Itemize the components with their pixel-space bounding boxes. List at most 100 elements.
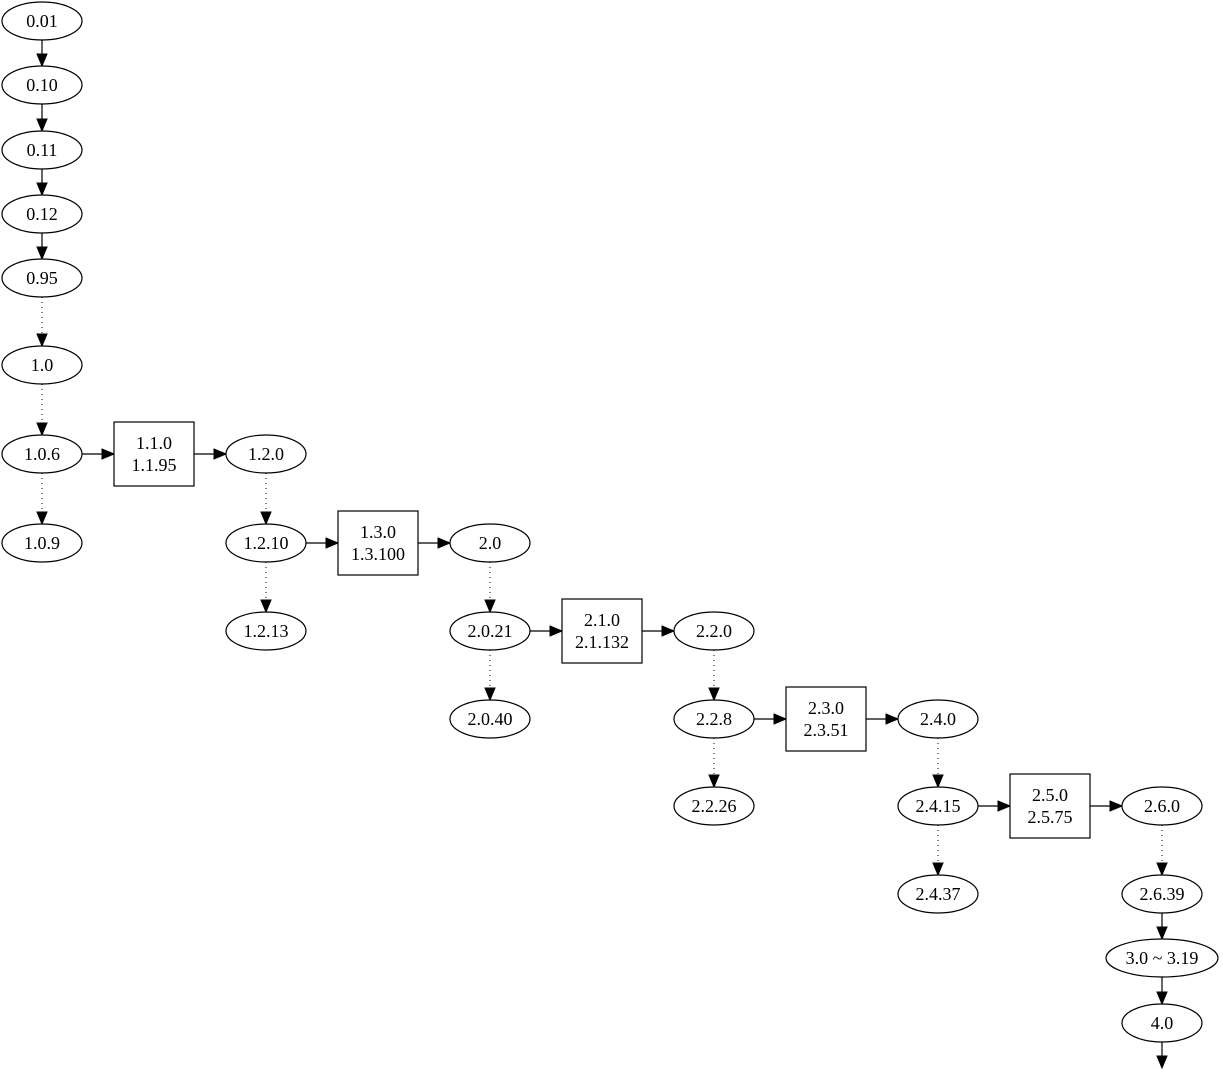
arrowhead [36,511,48,526]
node-label: 2.0 [479,533,502,553]
node-label: 2.2.26 [692,796,737,816]
solid-edge [866,713,900,725]
dotted-edge [36,297,48,348]
node-label: 1.2.0 [248,444,284,464]
ellipse-shape [449,523,531,563]
ellipse-shape [1121,874,1203,914]
version-node: 3.0 ~ 3.19 [1105,938,1219,978]
version-node: 2.6.39 [1121,874,1203,914]
arrowhead [36,182,48,197]
version-range-box: 2.3.02.3.51 [785,686,867,752]
dotted-edge [36,384,48,437]
node-label: 2.1.0 [584,610,620,630]
node-label: 2.4.0 [920,709,956,729]
dotted-edge [484,650,496,702]
dotted-edge [1156,825,1168,877]
arrowhead [1156,991,1168,1006]
arrowhead [1109,800,1124,812]
version-node: 0.12 [1,194,83,234]
version-range-box: 2.1.02.1.132 [561,598,643,664]
arrowhead [1156,1055,1168,1070]
ellipse-shape [897,786,979,826]
node-label: 2.6.39 [1140,884,1185,904]
box-shape [113,421,195,487]
arrowhead [932,862,944,877]
arrowhead [36,53,48,68]
edges-layer [36,40,1168,1070]
arrowhead [484,599,496,614]
solid-edge [194,448,228,460]
node-label: 2.2.8 [696,709,732,729]
node-label: 2.5.0 [1032,785,1068,805]
node-label: 2.3.0 [808,698,844,718]
solid-edge [418,537,452,549]
version-node: 2.0.40 [449,699,531,739]
box-shape [1009,773,1091,839]
ellipse-shape [1,65,83,105]
version-range-box: 2.5.02.5.75 [1009,773,1091,839]
ellipse-shape [1,434,83,474]
dotted-edge [932,825,944,877]
node-label: 1.2.13 [244,621,289,641]
node-label: 0.11 [27,140,58,160]
arrowhead [36,422,48,437]
solid-edge [1156,913,1168,941]
solid-edge [306,537,340,549]
solid-edge [36,169,48,197]
node-label: 4.0 [1151,1013,1174,1033]
arrowhead [260,599,272,614]
node-label: 1.2.10 [244,533,289,553]
version-range-box: 1.1.01.1.95 [113,421,195,487]
node-label: 2.3.51 [804,720,849,740]
ellipse-shape [1121,786,1203,826]
version-node: 0.11 [1,130,83,170]
version-node: 2.0 [449,523,531,563]
dotted-edge [260,562,272,614]
dotted-edge [36,473,48,526]
version-node: 2.2.0 [673,611,755,651]
arrowhead [213,448,228,460]
solid-edge [978,800,1012,812]
ellipse-shape [449,611,531,651]
arrowhead [997,800,1012,812]
version-node: 1.2.13 [225,611,307,651]
ellipse-shape [1,130,83,170]
node-label: 2.5.75 [1028,807,1073,827]
solid-edge [36,233,48,261]
arrowhead [325,537,340,549]
ellipse-shape [1,258,83,298]
ellipse-shape [225,523,307,563]
arrowhead [773,713,788,725]
version-node: 0.10 [1,65,83,105]
ellipse-shape [673,786,755,826]
arrowhead [437,537,452,549]
arrowhead [101,448,116,460]
dotted-edge [708,650,720,702]
dotted-edge [708,738,720,789]
solid-edge [36,104,48,133]
node-label: 1.3.100 [351,544,405,564]
arrowhead [661,625,676,637]
ellipse-shape [897,699,979,739]
arrowhead [885,713,900,725]
ellipse-shape [225,611,307,651]
arrowhead [549,625,564,637]
arrowhead [708,774,720,789]
version-node: 2.4.15 [897,786,979,826]
dotted-edge [932,738,944,789]
node-label: 1.1.0 [136,433,172,453]
dotted-edge [484,562,496,614]
nodes-layer: 0.010.100.110.120.951.01.0.61.0.91.1.01.… [1,1,1219,1043]
solid-edge [1156,1042,1168,1070]
solid-edge [1090,800,1124,812]
ellipse-shape [1121,1003,1203,1043]
version-node: 2.0.21 [449,611,531,651]
node-label: 0.12 [26,204,58,224]
node-label: 2.0.21 [468,621,513,641]
version-node: 2.4.0 [897,699,979,739]
arrowhead [36,333,48,348]
version-node: 2.6.0 [1121,786,1203,826]
ellipse-shape [1105,938,1219,978]
arrowhead [1156,926,1168,941]
version-node: 0.01 [1,1,83,41]
